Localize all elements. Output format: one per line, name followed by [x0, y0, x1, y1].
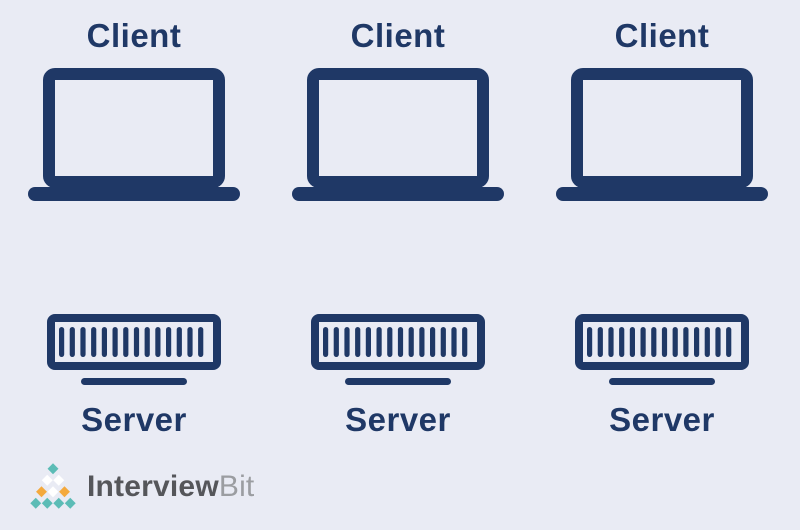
client-label: Client — [86, 17, 182, 54]
servers-row: Server Server — [28, 314, 768, 440]
brand-pyramid-icon — [30, 462, 76, 510]
client-label: Client — [614, 17, 710, 54]
brand-logo: InterviewBit — [30, 462, 254, 510]
server-label: Server — [609, 401, 715, 438]
server-icon — [311, 314, 485, 386]
client-node-3: Client — [556, 16, 768, 201]
server-node-2: Server — [292, 314, 504, 440]
server-icon — [47, 314, 221, 386]
server-node-3: Server — [556, 314, 768, 440]
laptop-icon — [292, 68, 504, 201]
client-node-2: Client — [292, 16, 504, 201]
clients-row: Client Client Client — [28, 16, 768, 201]
server-icon — [575, 314, 749, 386]
server-label: Server — [345, 401, 451, 438]
server-label: Server — [81, 401, 187, 438]
brand-name-primary: Interview — [87, 470, 219, 503]
server-node-1: Server — [28, 314, 240, 440]
brand-name-secondary: Bit — [218, 470, 255, 503]
laptop-icon — [556, 68, 768, 201]
laptop-icon — [28, 68, 240, 201]
client-node-1: Client — [28, 16, 240, 201]
client-label: Client — [350, 17, 446, 54]
brand-wordmark: InterviewBit — [87, 464, 254, 510]
